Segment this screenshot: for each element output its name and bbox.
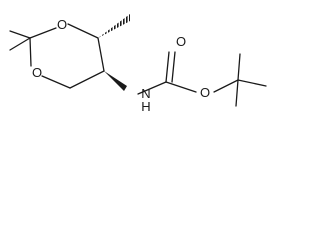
methyl-bond-lower <box>9 37 31 51</box>
methyl-bond-upper <box>9 30 31 39</box>
nitrogen-hydrogen-label: H <box>141 99 150 114</box>
tbutyl-methyl-right <box>237 79 267 87</box>
bold-wedge-to-nitrogen <box>104 71 127 91</box>
bond-carbonyl-double-b <box>171 51 176 83</box>
ring-bond-c2-o1 <box>29 27 57 39</box>
bond-n-carbonyl <box>137 81 167 95</box>
ring-bond-c6-c5 <box>97 37 105 72</box>
ester-oxygen-label: O <box>200 85 210 100</box>
bond-lines <box>9 23 267 107</box>
bond-carbonyl-ester-o <box>165 81 197 93</box>
ring-bond-c4-c5 <box>69 70 105 89</box>
tbutyl-methyl-top <box>237 53 241 81</box>
ring-bond-o3-c4 <box>41 75 71 89</box>
ring-oxygen-1-label: O <box>57 17 67 32</box>
hashed-wedge-methyl <box>98 14 130 38</box>
tbutyl-methyl-bottom <box>235 79 239 107</box>
carbonyl-oxygen-label: O <box>176 34 186 49</box>
nitrogen-label: N <box>141 86 150 101</box>
molecule-structure: O O O O N H <box>9 14 267 114</box>
ring-oxygen-2-label: O <box>32 65 42 80</box>
bond-carbonyl-double-a <box>165 51 170 83</box>
ring-bond-c2-o3 <box>29 37 32 67</box>
structure-canvas: O O O O N H <box>0 0 290 118</box>
ring-bond-o1-c6 <box>67 23 99 39</box>
bond-ester-o-tbutyl <box>213 79 239 93</box>
